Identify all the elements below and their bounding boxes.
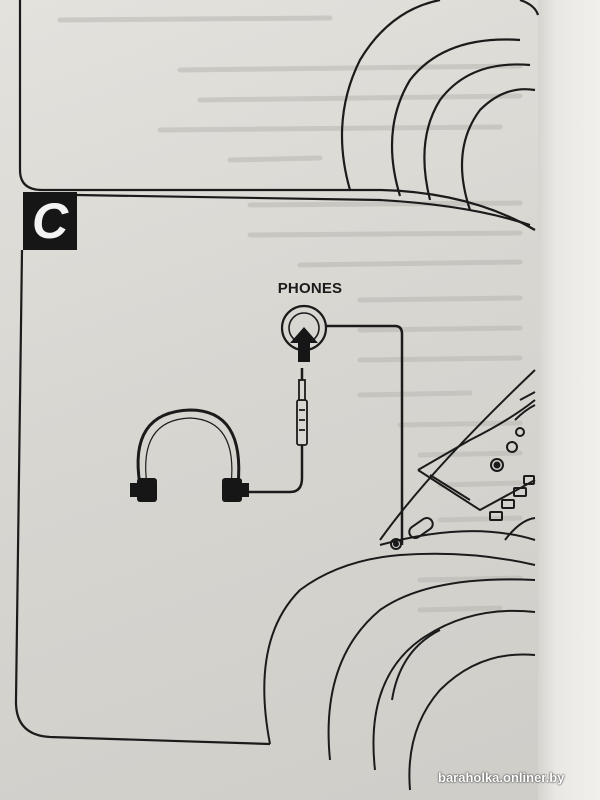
boombox-icon: [263, 369, 536, 791]
jack-plug-icon: [296, 368, 308, 446]
page-edge: [538, 0, 600, 800]
arrow-up-icon: [290, 327, 318, 362]
bleed-through-text: [57, 15, 523, 613]
phones-jack-label: PHONES: [277, 280, 343, 297]
previous-figure-panel: [18, 0, 540, 231]
headphone-cable: [249, 445, 304, 494]
source-watermark: baraholka.onliner.by: [438, 770, 565, 785]
figure-c-panel: [14, 193, 531, 746]
section-letter-badge: C: [23, 192, 77, 250]
jack-connector-line: [326, 324, 404, 545]
headphones-icon: [130, 408, 249, 502]
